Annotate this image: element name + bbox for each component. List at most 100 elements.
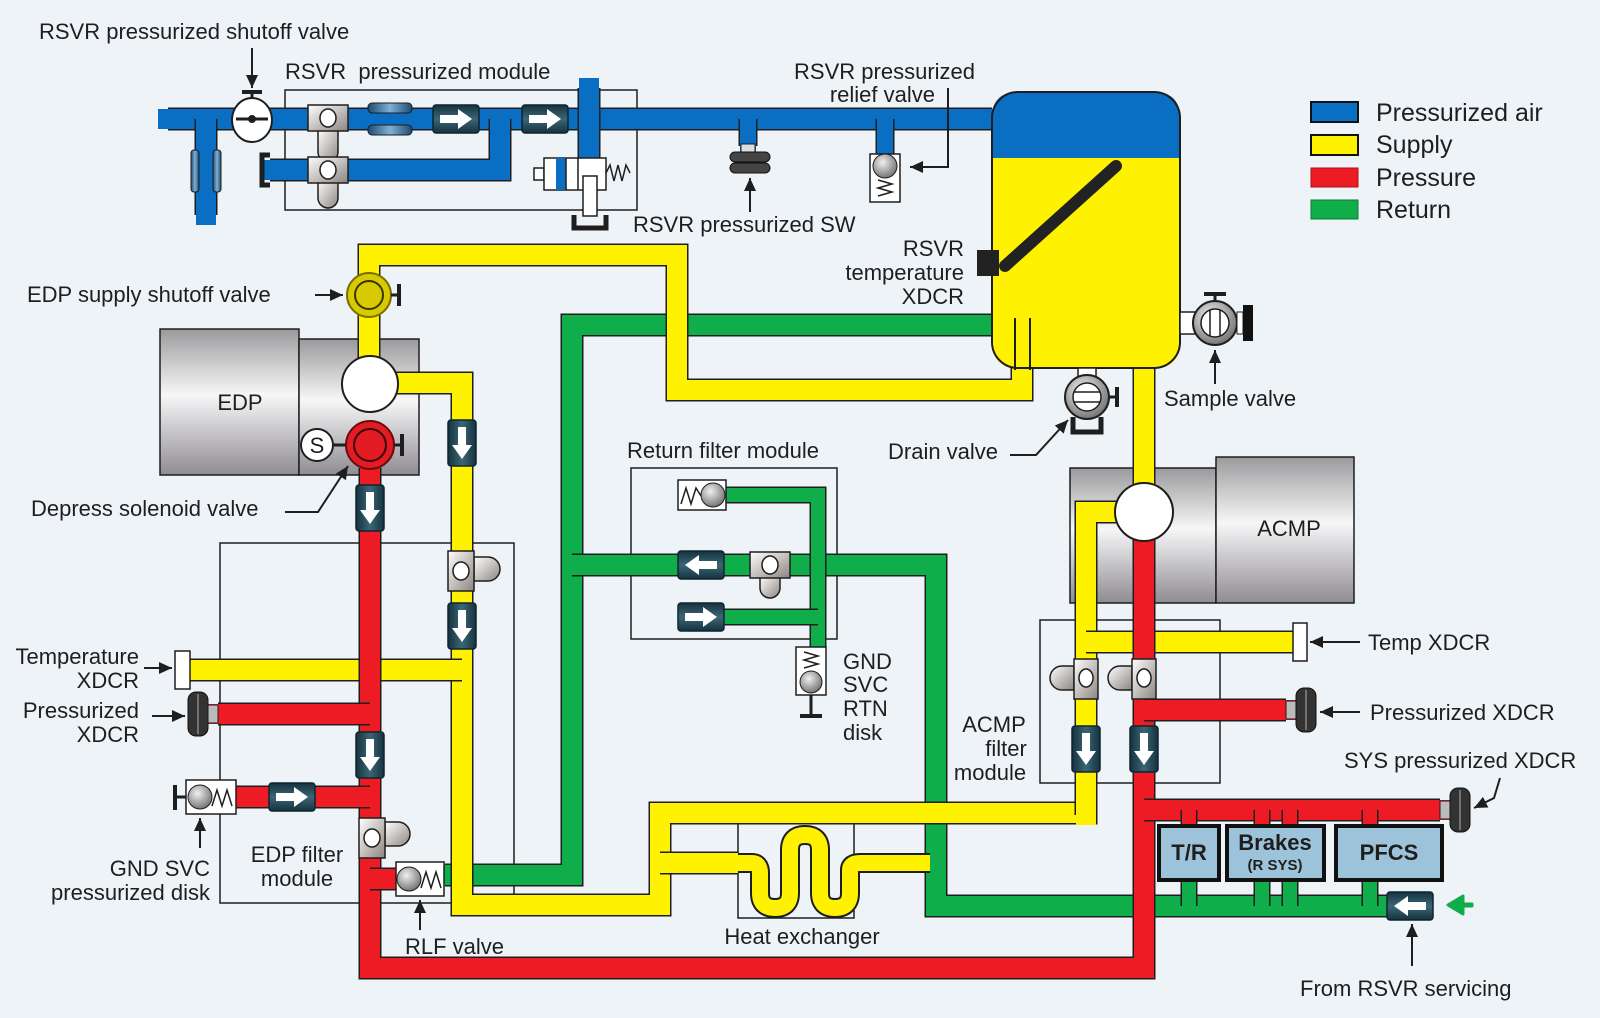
return-filter-bypass-valve (677, 479, 727, 511)
check-valve-acmp-pressure (1129, 725, 1159, 773)
label-sys-pressurized-xdcr: SYS pressurized XDCR (1344, 748, 1576, 773)
drain-valve[interactable] (1064, 367, 1119, 435)
leader-from-rsvr (1406, 924, 1418, 966)
flow-arrow-right-icon (529, 109, 561, 129)
label-rsvr-pressurized-module: RSVR pressurized module (285, 59, 550, 84)
label-gnd-svc-rtn-2: SVC (843, 672, 888, 697)
check-valve-edp-case-1 (447, 419, 477, 467)
load-tr-label: T/R (1171, 840, 1207, 865)
acmp-pump-head (1114, 482, 1174, 542)
check-valve-return-filter-bypass (677, 602, 725, 632)
load-brakes-label: Brakes (1238, 830, 1311, 855)
arrowhead-icon (1209, 350, 1221, 363)
legend-swatch-return (1310, 199, 1359, 220)
gnd-svc-rtn-disk[interactable] (795, 646, 827, 718)
label-rlf-valve: RLF valve (405, 934, 504, 959)
temperature-xdcr-left (174, 650, 191, 690)
leader-edp-shutoff (315, 289, 343, 301)
leader-temp-xdcr-right (1310, 636, 1360, 648)
label-sample-valve: Sample valve (1164, 386, 1296, 411)
flow-arrow-right-icon (276, 787, 308, 807)
rsvr-module-filter-lower (307, 156, 349, 209)
arrowhead-icon (330, 289, 343, 301)
arrowhead-icon (1320, 706, 1333, 718)
label-gnd-svc-rtn-1: GND (843, 649, 892, 674)
depress-solenoid-valve[interactable]: S (300, 420, 404, 470)
solenoid-s-icon (300, 428, 334, 462)
return-filter-element (749, 551, 791, 599)
legend-label-supply: Supply (1376, 131, 1453, 159)
leader-gnd-svc-disk (194, 818, 206, 848)
label-rsvr-temp-3: XDCR (902, 284, 964, 309)
legend-label-return: Return (1376, 196, 1451, 224)
label-acmp-filter-3: module (954, 760, 1026, 785)
flow-arrow-down-icon (360, 739, 380, 771)
pressurized-xdcr-right (1285, 687, 1317, 733)
gnd-svc-pressurized-disk[interactable] (173, 779, 237, 815)
rsvr-module-filter-upper (307, 104, 349, 163)
flow-arrow-right-icon (685, 607, 717, 627)
label-temp-xdcr-right: Temp XDCR (1368, 630, 1490, 655)
legend-label-pressurized-air: Pressurized air (1376, 99, 1543, 127)
arrowhead-icon (414, 900, 426, 913)
legend: Pressurized air Supply Pressure Return (1310, 99, 1543, 224)
rsvr-pressurized-module-box (284, 89, 638, 211)
rsvr-level-indicator-arm (999, 160, 1122, 272)
label-edp-supply-shutoff: EDP supply shutoff valve (27, 282, 271, 307)
rsvr-pressurized-shutoff-valve[interactable] (231, 90, 273, 143)
acmp-pressure-filter (1107, 658, 1157, 700)
legend-swatch-pressurized-air (1310, 101, 1359, 123)
temp-xdcr-right (1292, 622, 1308, 662)
pressurized-air-cap (259, 152, 270, 188)
rlf-valve[interactable] (395, 861, 445, 897)
legend-swatch-pressure (1310, 167, 1359, 188)
check-valve-gnd-svc (268, 782, 316, 812)
sample-valve[interactable] (1179, 292, 1253, 346)
edp-supply-shutoff-valve[interactable] (346, 272, 401, 318)
legend-swatch-supply (1310, 134, 1359, 156)
acmp-supply-filter (1049, 658, 1099, 700)
load-pfcs: PFCS (1334, 824, 1444, 882)
rsvr-pressurized-relief-valve[interactable] (869, 153, 901, 203)
label-rsvr-relief-valve-2: relief valve (830, 82, 935, 107)
arrowhead-icon (910, 161, 923, 173)
arrowhead-icon (1054, 420, 1068, 434)
load-brakes-sublabel: (R SYS) (1247, 857, 1302, 874)
leader-rsvr-relief (910, 88, 949, 173)
label-pressurized-xdcr-right: Pressurized XDCR (1370, 700, 1555, 725)
leader-drain-valve (1010, 419, 1069, 456)
check-valve-edp-case-2 (447, 602, 477, 650)
label-acmp: ACMP (1257, 516, 1321, 541)
callout-leaders (144, 48, 1501, 966)
leader-rsvr-shutoff (246, 48, 258, 88)
edp-pressure-filter (358, 817, 411, 859)
leader-press-xdcr-right (1320, 706, 1360, 718)
arrowhead-icon (1406, 924, 1418, 937)
arrowhead-icon (744, 178, 756, 191)
leader-press-xdcr-left (152, 710, 185, 722)
pressurized-air-restrictor (190, 149, 222, 193)
check-valve-acmp-supply (1071, 725, 1101, 773)
flow-arrow-down-icon (1134, 733, 1154, 765)
check-valve-edp-pressure-1 (355, 484, 385, 532)
return-pipe-rsvr-outline (445, 313, 992, 887)
label-edp-filter-2: module (261, 866, 333, 891)
flow-arrow-down-icon (452, 427, 472, 459)
label-depress-solenoid: Depress solenoid valve (31, 496, 258, 521)
reservoir (977, 91, 1181, 370)
check-valve-edp-pressure-2 (355, 731, 385, 779)
edp-pump-head (341, 355, 399, 413)
legend-label-pressure: Pressure (1376, 164, 1476, 192)
leader-temp-xdcr-left (144, 662, 172, 674)
label-gnd-svc-rtn-4: disk (843, 720, 883, 745)
label-gnd-svc-disk-1: GND SVC (110, 856, 210, 881)
arrowhead-icon (194, 818, 206, 831)
label-drain-valve: Drain valve (888, 439, 998, 464)
flow-arrow-down-icon (360, 492, 380, 524)
rsvr-module-restrictor (367, 102, 413, 136)
arrowhead-icon (172, 710, 185, 722)
check-valve-rsvr-module-1 (432, 104, 480, 134)
flow-arrow-down-icon (452, 610, 472, 642)
label-heat-exchanger: Heat exchanger (724, 924, 879, 949)
